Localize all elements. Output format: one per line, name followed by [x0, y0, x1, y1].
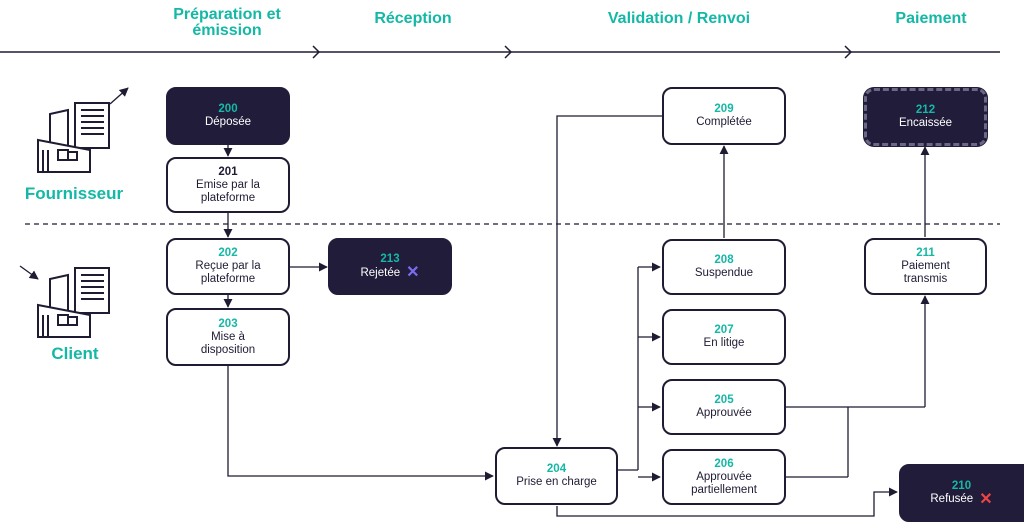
status-label: Emise par la plateforme: [196, 178, 260, 204]
timeline: [0, 45, 1000, 59]
status-208[interactable]: 208 Suspendue: [662, 239, 786, 295]
status-code: 209: [714, 103, 734, 115]
status-code: 208: [714, 254, 734, 266]
status-code: 211: [916, 247, 935, 259]
status-label: Rejetée: [360, 266, 401, 279]
status-206[interactable]: 206 Approuvée partiellement: [662, 449, 786, 505]
phase-paiement: Paiement: [895, 10, 967, 27]
x-icon: ✕: [406, 264, 420, 281]
actor-client: Client: [51, 344, 99, 363]
status-label: Mise à disposition: [200, 330, 256, 356]
status-code: 200: [218, 103, 238, 115]
status-201[interactable]: 201 Emise par la plateforme: [166, 157, 290, 213]
status-label: Approuvée: [696, 407, 752, 419]
status-202[interactable]: 202 Reçue par la plateforme: [166, 238, 290, 295]
phase-validation: Validation / Renvoi: [607, 10, 751, 27]
building-icon: [37, 267, 110, 338]
status-code: 206: [714, 457, 734, 470]
x-icon: ✕: [979, 490, 993, 508]
status-code: 204: [546, 463, 567, 475]
status-203[interactable]: 203 Mise à disposition: [166, 308, 290, 366]
status-211[interactable]: 211 Paiement transmis: [864, 238, 987, 295]
status-code: 205: [714, 394, 734, 406]
status-205[interactable]: 205 Approuvée: [662, 379, 786, 435]
status-207[interactable]: 207 En litige: [662, 309, 786, 365]
status-200[interactable]: 200 Déposée: [166, 87, 290, 145]
status-label: En litige: [703, 337, 745, 349]
status-code: 202: [218, 247, 238, 259]
status-label: Approuvée partiellement: [691, 470, 757, 496]
status-code: 207: [714, 324, 734, 336]
status-code: 210: [951, 479, 972, 492]
status-213[interactable]: 213 Rejetée ✕: [328, 238, 452, 295]
status-210[interactable]: 210 Refusée ✕: [899, 464, 1024, 522]
building-icon: [37, 102, 110, 173]
status-label: Déposée: [204, 116, 252, 128]
status-label: Reçue par la plateforme: [195, 260, 261, 285]
status-212[interactable]: 212 Encaissée: [864, 88, 987, 146]
status-code: 201: [218, 165, 238, 178]
phase-reception: Réception: [374, 10, 452, 27]
status-label: Refusée: [930, 493, 974, 505]
status-code: 212: [915, 104, 936, 116]
status-label: Complétée: [696, 116, 752, 128]
actor-supplier: Fournisseur: [24, 184, 124, 203]
status-204[interactable]: 204 Prise en charge: [495, 447, 618, 505]
status-code: 213: [380, 253, 400, 265]
phase-preparation: Préparation et émission: [173, 6, 281, 39]
status-label: Suspendue: [694, 267, 754, 279]
status-code: 203: [218, 317, 238, 330]
status-label: Paiement transmis: [901, 260, 950, 285]
status-209[interactable]: 209 Complétée: [662, 87, 786, 145]
status-label: Prise en charge: [516, 476, 597, 488]
status-label: Encaissée: [898, 117, 953, 129]
